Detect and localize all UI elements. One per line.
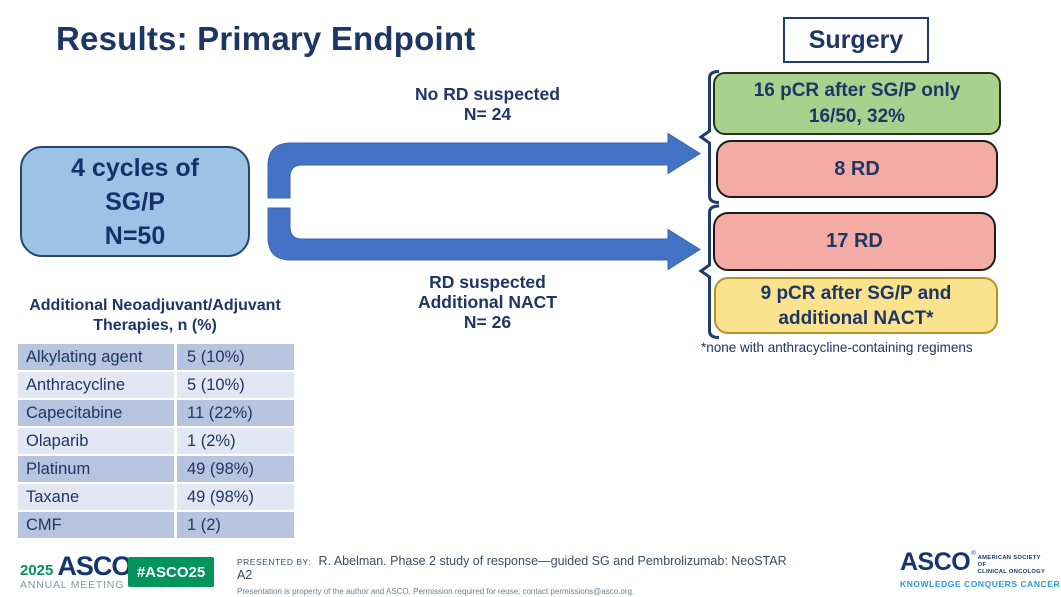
table-row: Anthracycline 5 (10%) — [18, 372, 294, 398]
table-cell-value: 5 (10%) — [177, 344, 294, 370]
outcome-line: 9 pCR after SG/P and — [760, 282, 952, 304]
table-row: Taxane 49 (98%) — [18, 484, 294, 510]
table-row: CMF 1 (2) — [18, 512, 294, 538]
source-box-line: 4 cycles of — [71, 153, 199, 182]
bottom-branch-line: N= 26 — [463, 312, 512, 332]
outcome-box-pcr-additional-nact: 9 pCR after SG/P and additional NACT* — [714, 277, 998, 334]
top-branch-line: N= 24 — [463, 104, 512, 124]
presented-by-label: PRESENTED BY: — [237, 557, 312, 567]
top-branch-line: No RD suspected — [415, 84, 560, 104]
surgery-box: Surgery — [783, 17, 929, 63]
table-row: Alkylating agent 5 (10%) — [18, 344, 294, 370]
table-cell-value: 11 (22%) — [177, 400, 294, 426]
asco-wordmark: ASCO — [57, 551, 132, 581]
outcome-line: 8 RD — [834, 157, 880, 180]
asco-wordmark: ASCO — [900, 548, 971, 576]
bottom-branch-line: RD suspected — [429, 272, 546, 292]
table-cell-therapy: Platinum — [18, 456, 174, 482]
table-row: Capecitabine 11 (22%) — [18, 400, 294, 426]
table-title: Additional Neoadjuvant/Adjuvant Therapie… — [5, 296, 305, 335]
meeting-year: 2025 — [20, 562, 54, 579]
outcome-line: additional NACT* — [778, 307, 934, 329]
asco-tagline: KNOWLEDGE CONQUERS CANCER — [900, 579, 1061, 589]
table-cell-value: 49 (98%) — [177, 456, 294, 482]
table-cell-therapy: Alkylating agent — [18, 344, 174, 370]
presented-by-line: PRESENTED BY: R. Abelman. Phase 2 study … — [237, 554, 797, 582]
table-title-line: Therapies, n (%) — [93, 316, 217, 334]
annual-meeting-label: ANNUAL MEETING — [20, 579, 125, 591]
source-box: 4 cycles of SG/P N=50 — [20, 146, 250, 257]
flow-arrow-bottom-icon — [267, 207, 701, 271]
hashtag-label: #ASCO25 — [136, 563, 206, 581]
bottom-branch-label: RD suspected Additional NACT N= 26 — [355, 272, 620, 332]
table-cell-therapy: Anthracycline — [18, 372, 174, 398]
table-cell-value: 1 (2) — [177, 512, 294, 538]
table-cell-therapy: Olaparib — [18, 428, 174, 454]
table-row: Olaparib 1 (2%) — [18, 428, 294, 454]
table-title-line: Additional Neoadjuvant/Adjuvant — [29, 297, 281, 314]
bottom-branch-line: Additional NACT — [417, 292, 557, 312]
registered-mark-icon: ® — [971, 551, 976, 557]
surgery-label: Surgery — [808, 25, 904, 54]
outcome-line: 16 pCR after SG/P only — [753, 79, 961, 101]
presented-by-text: R. Abelman. Phase 2 study of response—gu… — [237, 554, 787, 582]
hashtag-badge: #ASCO25 — [128, 557, 214, 587]
table-cell-therapy: CMF — [18, 512, 174, 538]
society-name: AMERICAN SOCIETY OF CLINICAL ONCOLOGY — [978, 551, 1050, 576]
source-box-line: N=50 — [104, 221, 166, 250]
outcome-line: 17 RD — [826, 230, 883, 252]
society-name-line: AMERICAN SOCIETY OF — [977, 555, 1041, 568]
source-box-line: SG/P — [105, 187, 165, 216]
table-cell-value: 49 (98%) — [177, 484, 294, 510]
asco-annual-meeting-logo: 2025 ASCO ® ANNUAL MEETING — [20, 551, 137, 592]
top-branch-label: No RD suspected N= 24 — [355, 84, 620, 124]
society-name-line: CLINICAL ONCOLOGY — [977, 569, 1046, 575]
flow-arrow-top-icon — [267, 132, 701, 199]
asco-society-logo: ASCO ® AMERICAN SOCIETY OF CLINICAL ONCO… — [900, 548, 1061, 590]
footnote: *none with anthracycline-containing regi… — [701, 340, 973, 355]
presenter-block: PRESENTED BY: R. Abelman. Phase 2 study … — [237, 554, 797, 596]
outcome-box-8rd: 8 RD — [716, 140, 998, 198]
table-cell-therapy: Taxane — [18, 484, 174, 510]
table-cell-therapy: Capecitabine — [18, 400, 174, 426]
table-row: Platinum 49 (98%) — [18, 456, 294, 482]
outcome-box-pcr-sgp-only: 16 pCR after SG/P only 16/50, 32% — [713, 72, 1001, 135]
page-title: Results: Primary Endpoint — [56, 20, 476, 57]
disclaimer-text: Presentation is property of the author a… — [237, 587, 635, 596]
table-cell-value: 5 (10%) — [177, 372, 294, 398]
therapy-table: Alkylating agent 5 (10%) Anthracycline 5… — [18, 344, 294, 540]
outcome-line: 16/50, 32% — [808, 105, 906, 127]
table-cell-value: 1 (2%) — [177, 428, 294, 454]
outcome-box-17rd: 17 RD — [713, 212, 996, 271]
